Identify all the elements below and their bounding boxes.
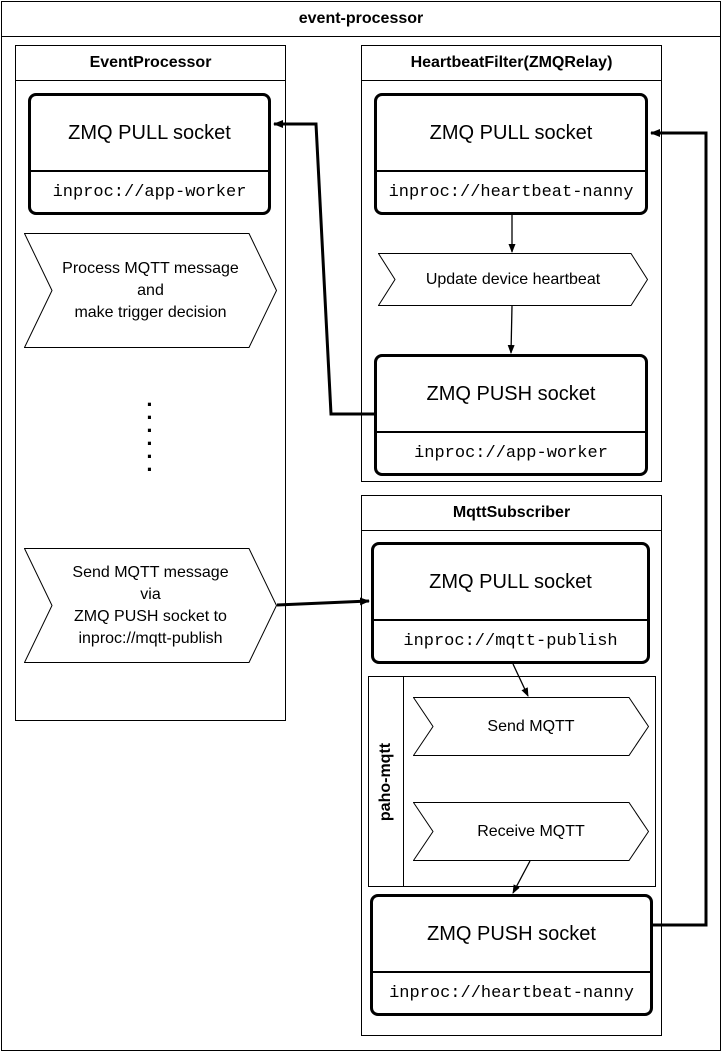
ep-pull-socket: ZMQ PULL socket inproc://app-worker	[28, 93, 271, 215]
ep-process-line2: and	[137, 281, 164, 299]
arrow-paho-receive-to-ms-push	[512, 860, 531, 894]
ms-push-socket-label: ZMQ PUSH socket	[373, 897, 650, 973]
ms-push-socket-address: inproc://heartbeat-nanny	[389, 983, 634, 1003]
ep-process-step: Process MQTT message and make trigger de…	[24, 233, 277, 348]
paho-mqtt-label-box: paho-mqtt	[369, 677, 404, 886]
lane-title-event-processor: EventProcessor	[16, 46, 285, 81]
ep-pull-socket-address: inproc://app-worker	[52, 182, 247, 202]
ep-send-line2: via	[140, 585, 161, 603]
ep-send-step-shape	[24, 548, 277, 663]
arrow-ms-pull-to-paho-send	[512, 663, 529, 697]
hb-push-socket: ZMQ PUSH socket inproc://app-worker	[374, 354, 648, 476]
paho-send-step-shape	[413, 697, 649, 756]
paho-receive-step-shape	[413, 802, 649, 861]
arrow-hb-push-to-ep-pull	[273, 120, 374, 416]
ep-process-line1: Process MQTT message	[62, 259, 239, 277]
paho-receive-step: Receive MQTT	[413, 802, 649, 861]
ep-send-line1: Send MQTT message	[72, 563, 229, 581]
pool-title: event-processor	[2, 2, 720, 37]
lane-title-mqtt-subscriber: MqttSubscriber	[362, 496, 661, 531]
paho-send-step: Send MQTT	[413, 697, 649, 756]
hb-push-socket-address: inproc://app-worker	[414, 443, 608, 463]
arrow-update-to-hb-push	[507, 305, 515, 354]
ep-pull-socket-label: ZMQ PULL socket	[31, 96, 268, 172]
ms-push-socket: ZMQ PUSH socket inproc://heartbeat-nanny	[370, 894, 653, 1016]
ep-process-line3: make trigger decision	[74, 303, 227, 321]
arrow-ep-send-to-ms-pull	[276, 597, 370, 607]
ms-pull-socket: ZMQ PULL socket inproc://mqtt-publish	[371, 542, 650, 664]
paho-send-label: Send MQTT	[487, 717, 575, 735]
hb-pull-socket-label: ZMQ PULL socket	[377, 96, 645, 172]
hb-update-step-shape	[378, 253, 648, 306]
ep-send-line3: ZMQ PUSH socket to	[74, 607, 227, 625]
hb-push-socket-label: ZMQ PUSH socket	[377, 357, 645, 433]
ellipsis-dots: ······	[146, 392, 154, 482]
ep-process-step-shape	[24, 233, 277, 348]
ep-send-step: Send MQTT message via ZMQ PUSH socket to…	[24, 548, 277, 663]
paho-receive-label: Receive MQTT	[477, 822, 585, 840]
ms-pull-socket-label: ZMQ PULL socket	[374, 545, 647, 621]
hb-pull-socket-address: inproc://heartbeat-nanny	[388, 182, 634, 202]
ep-send-line4: inproc://mqtt-publish	[78, 629, 223, 647]
hb-update-label: Update device heartbeat	[425, 270, 601, 288]
hb-update-step: Update device heartbeat	[378, 253, 648, 306]
arrow-ms-push-to-hb-pull	[650, 129, 708, 927]
ms-pull-socket-address: inproc://mqtt-publish	[403, 631, 618, 651]
hb-pull-socket: ZMQ PULL socket inproc://heartbeat-nanny	[374, 93, 648, 215]
lane-title-heartbeat-filter: HeartbeatFilter(ZMQRelay)	[362, 46, 661, 81]
